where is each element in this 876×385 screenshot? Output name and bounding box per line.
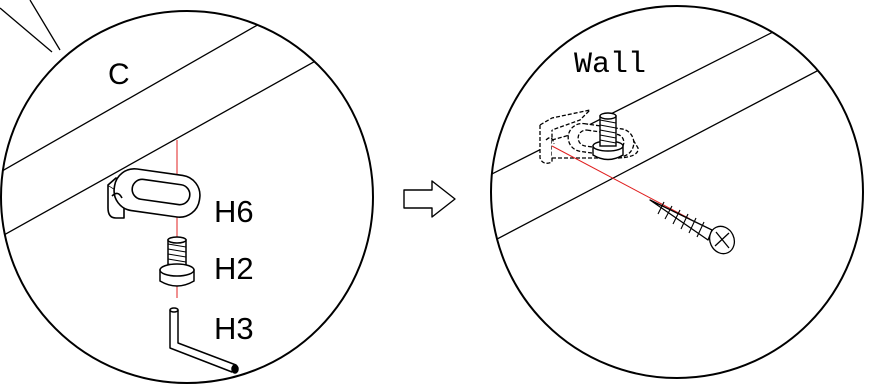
wall-bolt-icon	[592, 112, 624, 161]
left-detail-circle: C H6 H2 H3	[0, 10, 374, 384]
bolt-icon	[159, 236, 195, 287]
wall-label: Wall	[574, 48, 646, 82]
section-label: C	[108, 58, 130, 91]
hex-key-icon	[169, 307, 239, 374]
l-bracket-icon	[107, 168, 201, 219]
part-label-h2: H2	[214, 251, 254, 286]
part-label-h6: H6	[214, 194, 254, 229]
part-label-h3: H3	[214, 311, 254, 346]
screw-guide-line	[551, 145, 691, 220]
right-arrow-icon	[403, 180, 456, 218]
callout-leader-lines	[0, 0, 61, 53]
right-detail-circle: Wall	[490, 5, 864, 379]
wood-screw-icon	[649, 199, 736, 255]
